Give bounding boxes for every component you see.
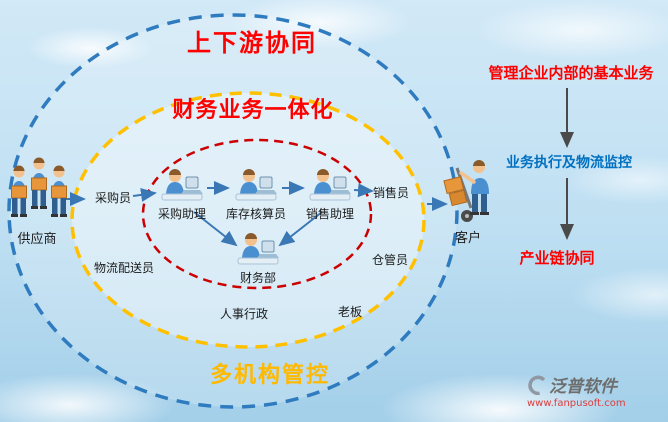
purchase-assistant-icon: [159, 166, 205, 210]
label-finance-dept: 财务部: [239, 271, 277, 285]
label-supplier: 供应商: [17, 232, 57, 247]
label-hr-admin: 人事行政: [219, 307, 269, 321]
arrow-purchase-to-finance: [193, 211, 238, 247]
label-sales-assistant: 销售助理: [305, 207, 355, 221]
outer-ring-title: 上下游协同: [187, 29, 317, 57]
label-purchase-assistant: 采购助理: [157, 207, 207, 221]
label-boss: 老板: [337, 305, 363, 319]
arrow-purchaser-to-purchase-assistant: [132, 187, 157, 202]
side-note-industry-chain: 产业链协同: [519, 249, 595, 267]
arrow-sales-assistant-to-sales-rep: [353, 183, 374, 198]
sales-assistant-icon: [307, 166, 353, 210]
fanpu-logo-url: www.fanpusoft.com: [527, 398, 626, 409]
arrow-sales-to-finance: [278, 211, 323, 247]
label-customer: 客户: [454, 231, 482, 246]
outer-ring: [7, 13, 459, 409]
bottom-ring-title: 多机构管控: [209, 363, 331, 388]
label-logistics-courier: 物流配送员: [93, 261, 155, 275]
label-warehouse-keeper: 仓管员: [371, 253, 409, 267]
customer-cart-icon: [441, 156, 497, 230]
side-note-logistics-monitoring: 业务执行及物流监控: [506, 155, 632, 171]
fanpu-logo: 泛普软件 www.fanpusoft.com: [527, 372, 626, 409]
inner-ring: [141, 138, 373, 290]
label-purchaser: 采购员: [94, 191, 132, 205]
fanpu-logo-text: 泛普软件: [549, 377, 617, 397]
supplier-group-icon: [8, 150, 72, 226]
fanpu-logo-icon: [528, 375, 546, 395]
middle-ring: [70, 91, 426, 349]
finance-dept-icon: [235, 230, 281, 274]
side-note-internal-business: 管理企业内部的基本业务: [488, 64, 654, 82]
middle-ring-title: 财务业务一体化: [172, 98, 334, 123]
inventory-accountant-icon: [233, 166, 279, 210]
label-sales-rep: 销售员: [372, 186, 410, 200]
label-inventory-accountant: 库存核算员: [225, 207, 287, 221]
